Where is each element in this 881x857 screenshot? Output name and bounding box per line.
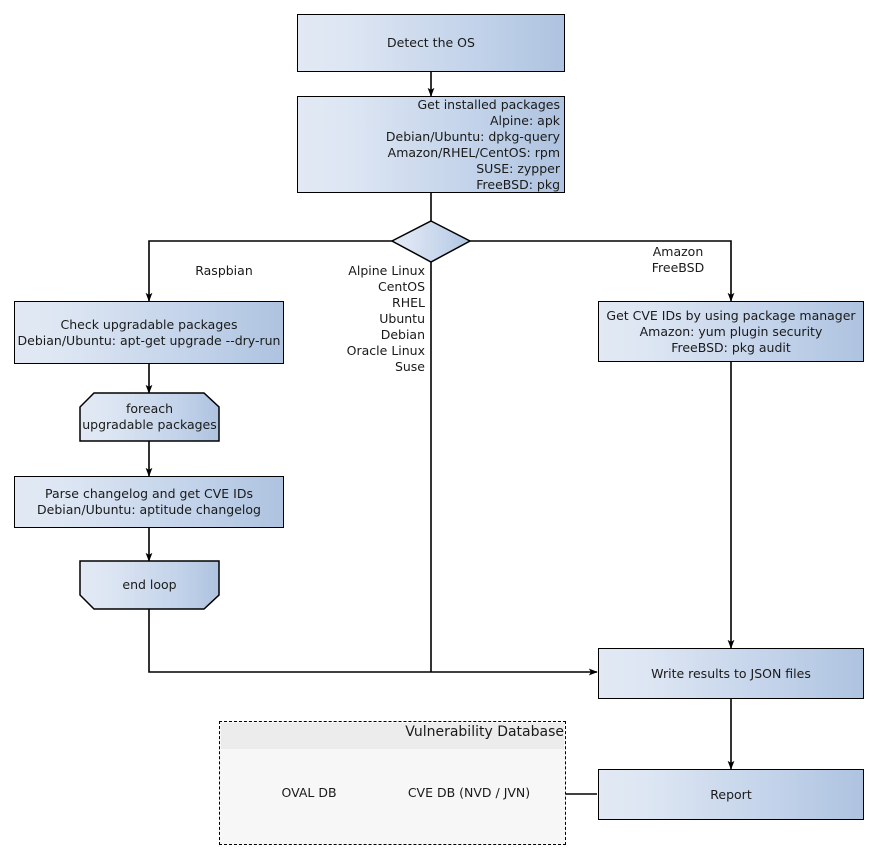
vulnerability-database-container [219, 721, 566, 845]
node-parse-changelog[interactable]: Parse changelog and get CVE IDs Debian/U… [14, 476, 284, 528]
edge-decision-to-check-upgradable [145, 240, 392, 302]
edge-label-amazon-freebsd: Amazon FreeBSD [651, 244, 705, 275]
edge-label-linux-distros: Alpine Linux CentOS RHEL Ubuntu Debian O… [346, 263, 425, 374]
edge-decision-to-get-cve-ids [470, 240, 735, 302]
os-decision-diamond [390, 220, 472, 263]
node-write-results-to-json[interactable]: Write results to JSON files [598, 648, 864, 699]
end-loop-shape [79, 560, 220, 610]
end-loop-label: end loop [122, 577, 177, 592]
node-check-upgradable-packages[interactable]: Check upgradable packages Debian/Ubuntu:… [14, 301, 284, 364]
vulnerability-database-header [221, 723, 564, 749]
node-report[interactable]: Report [598, 769, 864, 820]
node-detect-os[interactable]: Detect the OS [297, 14, 565, 72]
foreach-loop-shape [79, 392, 220, 442]
node-get-installed-packages[interactable]: Get installed packages Alpine: apk Debia… [297, 96, 565, 193]
foreach-loop-label: foreach upgradable packages [82, 401, 217, 432]
node-end-loop[interactable]: end loop [80, 561, 219, 609]
edge-label-raspbian: Raspbian [195, 263, 253, 278]
cve-db-label: CVE DB (NVD / JVN) [407, 785, 531, 800]
node-get-cve-ids[interactable]: Get CVE IDs by using package manager Ama… [598, 301, 864, 362]
oval-db-label: OVAL DB [281, 785, 337, 800]
node-foreach-loop[interactable]: foreach upgradable packages [80, 393, 219, 441]
vulnerability-database-title: Vulnerability Database [405, 724, 564, 740]
edge-endloop-to-write-results [148, 609, 598, 676]
